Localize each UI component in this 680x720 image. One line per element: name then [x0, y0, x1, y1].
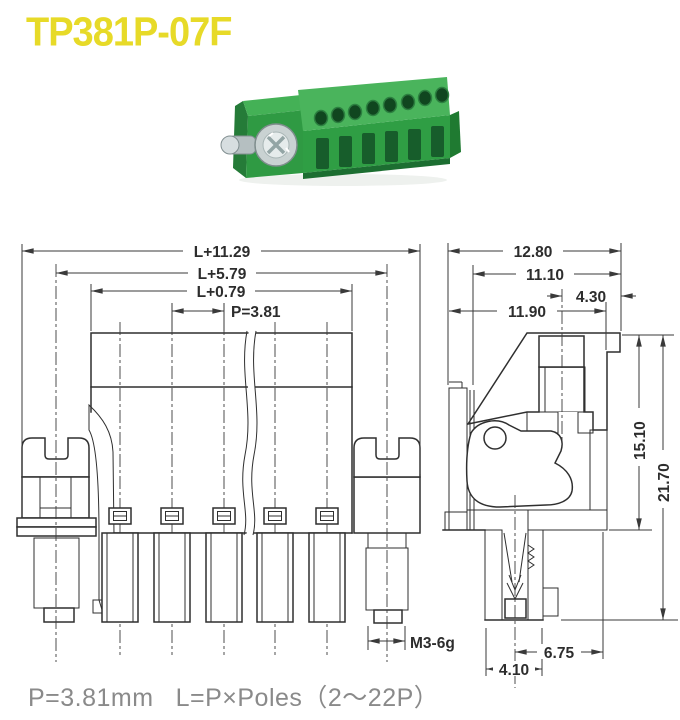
dim-label-thread: M3-6g: [410, 635, 455, 652]
dim-label-screw-span: L+5.79: [198, 266, 247, 283]
front-dimensions: L+11.29 L+5.79 L+0.79 P=3.81 M3-6g: [21, 243, 455, 652]
front-left-screw: [16, 437, 97, 623]
part-number-title: TP381P-07F: [26, 10, 232, 56]
wire-entry-holes: [313, 86, 450, 127]
footnote: P=3.81mm L=P×Poles（2～22P）: [28, 678, 461, 714]
dim-label-body-length: L+0.79: [197, 284, 246, 301]
photo-shadow: [239, 174, 447, 186]
dim-label-width-upper: 11.10: [526, 267, 564, 284]
side-pin-contact: [503, 532, 535, 619]
side-wire-clamp: [465, 420, 574, 508]
dim-label-overall-length: L+11.29: [194, 244, 251, 261]
dim-label-width-overall: 12.80: [514, 244, 553, 261]
length-note: L=P×Poles（2～22P）: [175, 684, 440, 712]
dim-label-pin-to-edge: 6.75: [544, 645, 575, 662]
side-view: 12.80 11.10 4.30 11.90 15.10 21.70 6.7: [442, 243, 678, 688]
pitch-note: P=3.81mm: [28, 684, 154, 712]
dim-label-screw-to-edge: 4.30: [576, 289, 606, 306]
dim-label-shroud-width: 4.10: [499, 662, 529, 679]
flange-screw: [220, 123, 298, 167]
side-dimensions: 12.80 11.10 4.30 11.90 15.10 21.70 6.7: [447, 243, 678, 679]
dim-label-pitch: P=3.81: [231, 304, 281, 321]
pole-positions: [101, 321, 346, 656]
front-view: L+11.29 L+5.79 L+0.79 P=3.81 M3-6g: [16, 243, 455, 662]
front-slots: [316, 126, 444, 169]
dim-label-height-upper: 15.10: [632, 421, 649, 460]
side-clamp-screw: [538, 335, 586, 433]
dim-label-width-lower: 11.90: [508, 304, 546, 321]
dim-label-height-overall: 21.70: [656, 463, 673, 502]
product-photo: [220, 77, 461, 186]
break-lines: [242, 330, 258, 536]
front-body: [90, 332, 353, 534]
